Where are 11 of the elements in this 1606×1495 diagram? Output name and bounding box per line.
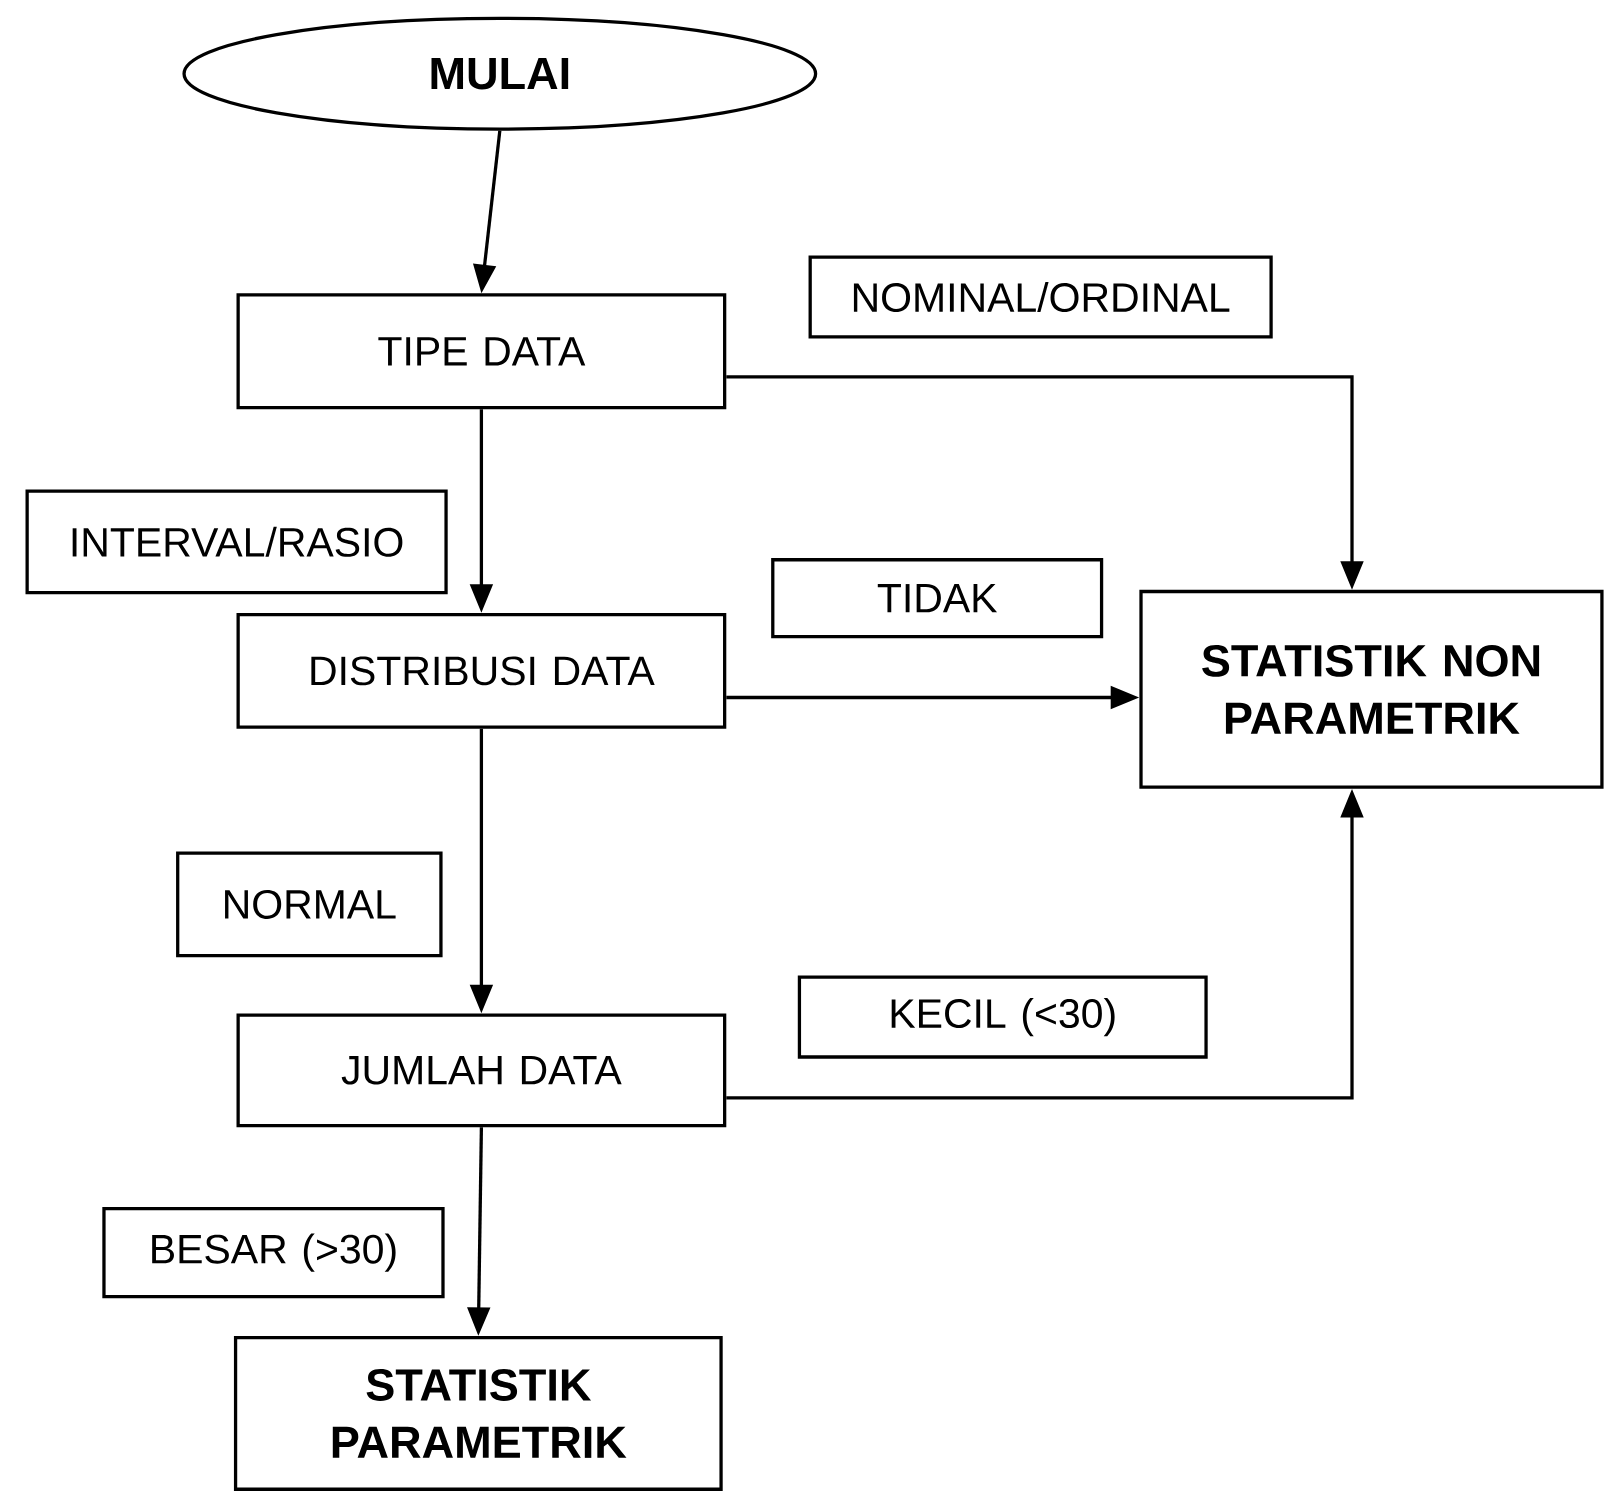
condition-box: TIDAK [771,557,1104,638]
condition-box: KECIL (<30) [797,975,1208,1059]
condition-box: NOMINAL/ORDINAL [808,255,1273,339]
process-box: DISTRIBUSI DATA [236,612,727,729]
condition-box: INTERVAL/RASIO [25,489,448,594]
process-box: JUMLAH DATA [236,1013,727,1128]
condition-box: BESAR (>30) [102,1206,445,1299]
result-box: STATISTIK NON PARAMETRIK [1139,589,1604,789]
process-box: TIPE DATA [236,293,727,410]
result-box: STATISTIK PARAMETRIK [233,1335,723,1491]
condition-box: NORMAL [176,851,443,958]
